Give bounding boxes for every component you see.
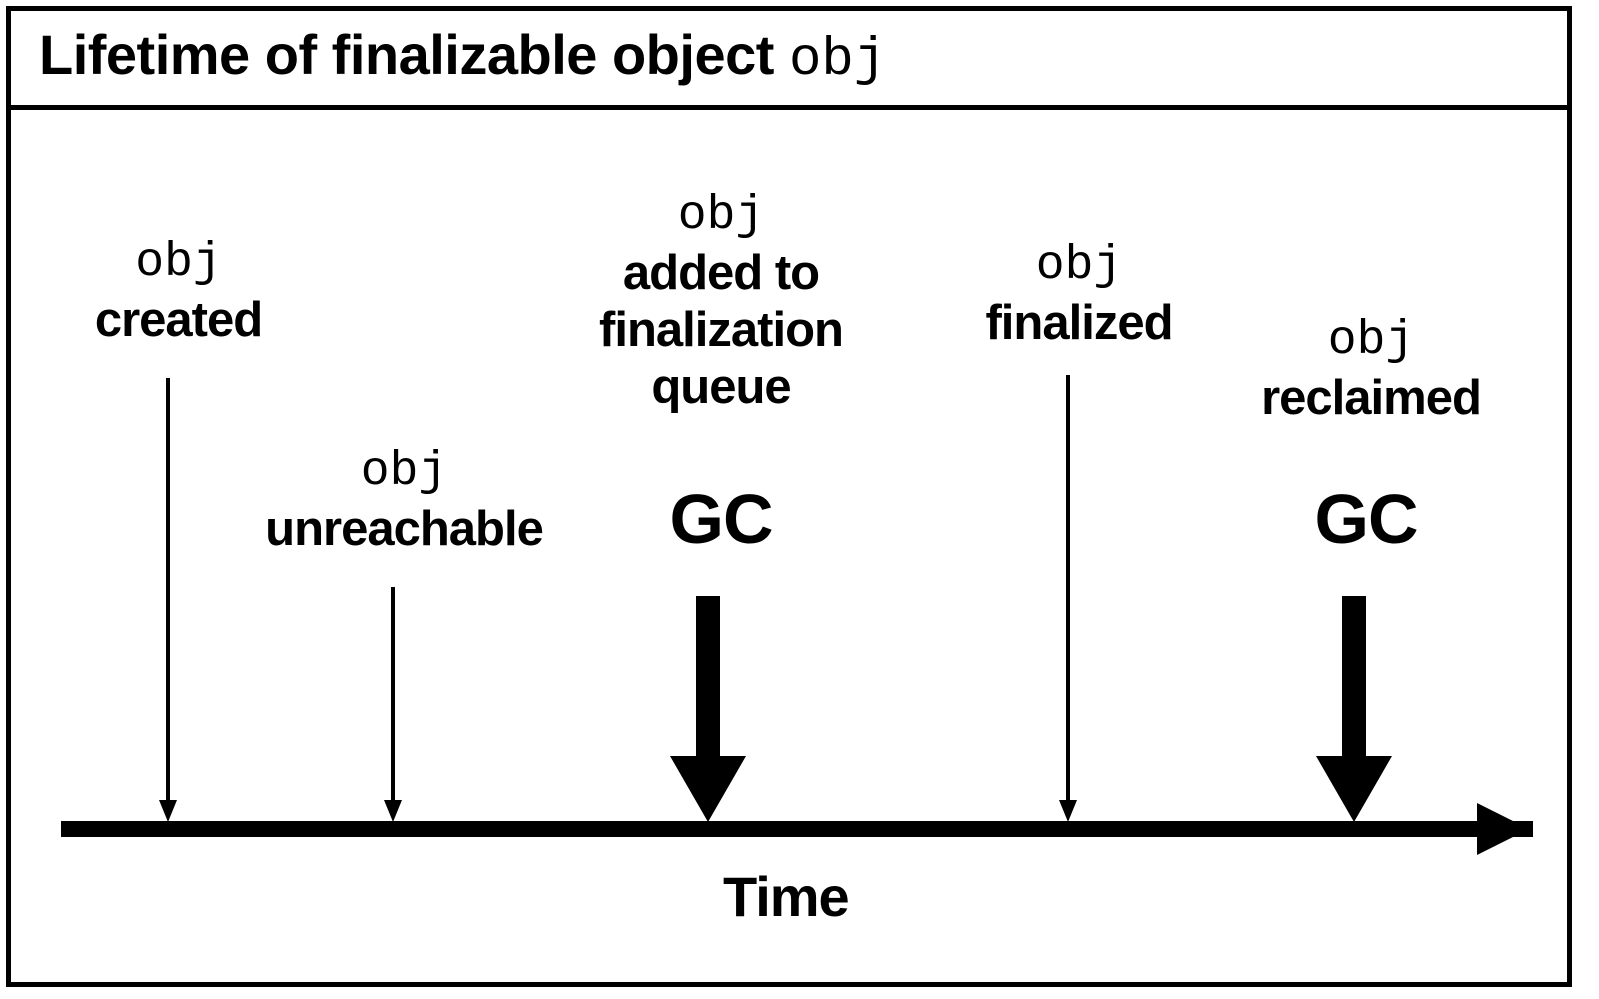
event-label-finalized: obj finalized: [899, 238, 1259, 352]
event-description-line1-added-to-finalization-queue: added to: [622, 246, 820, 300]
event-marker-stem-finalized: [1066, 375, 1070, 802]
title-object-name: obj: [788, 30, 887, 91]
event-object-name-added-to-finalization-queue: obj: [677, 189, 765, 243]
event-description-line3-added-to-finalization-queue: queue: [651, 360, 791, 414]
event-marker-head-finalized: [1059, 800, 1077, 822]
event-marker-unreachable: [381, 587, 405, 822]
event-marker-head-unreachable: [384, 800, 402, 822]
event-marker-stem-added-to-finalization-queue: [696, 596, 720, 758]
event-object-name-finalized: obj: [1035, 239, 1123, 293]
gc-label-added-to-finalization-queue: GC: [669, 480, 774, 558]
gc-label-reclaimed: GC: [1314, 480, 1419, 558]
event-object-name-unreachable: obj: [360, 445, 448, 499]
event-marker-created: [156, 378, 180, 822]
event-marker-added-to-finalization-queue: [670, 596, 746, 822]
event-description-finalized: finalized: [985, 296, 1173, 350]
event-marker-head-created: [159, 800, 177, 822]
event-marker-head-reclaimed: [1316, 756, 1392, 822]
event-label-unreachable: obj unreachable: [194, 444, 614, 558]
event-description-created: created: [94, 293, 263, 347]
event-object-name-created: obj: [135, 236, 222, 290]
event-object-name-reclaimed: obj: [1327, 314, 1415, 368]
event-marker-stem-reclaimed: [1342, 596, 1366, 758]
time-axis-line: [61, 821, 1533, 837]
event-marker-finalized: [1056, 375, 1080, 822]
title-prefix-text: Lifetime of finalizable object: [39, 23, 789, 86]
time-axis-caption: Time: [723, 865, 850, 928]
page-title: Lifetime of finalizable object obj: [39, 22, 886, 94]
time-axis-arrowhead: [1477, 803, 1529, 855]
event-marker-stem-unreachable: [391, 587, 395, 802]
event-description-reclaimed: reclaimed: [1261, 371, 1482, 425]
diagram-title-bar: Lifetime of finalizable object obj: [6, 6, 1572, 110]
event-marker-stem-created: [166, 378, 170, 802]
event-description-line2-added-to-finalization-queue: finalization: [599, 303, 844, 357]
diagram-canvas: obj created obj unreachable obj added to…: [11, 110, 1567, 981]
event-marker-reclaimed: [1316, 596, 1392, 822]
event-label-created: obj created: [1, 235, 356, 349]
event-label-added-to-finalization-queue: obj added to finalization queue: [511, 188, 931, 416]
event-marker-head-added-to-finalization-queue: [670, 756, 746, 822]
event-description-unreachable: unreachable: [265, 502, 544, 556]
event-label-reclaimed: obj reclaimed: [1171, 313, 1571, 427]
